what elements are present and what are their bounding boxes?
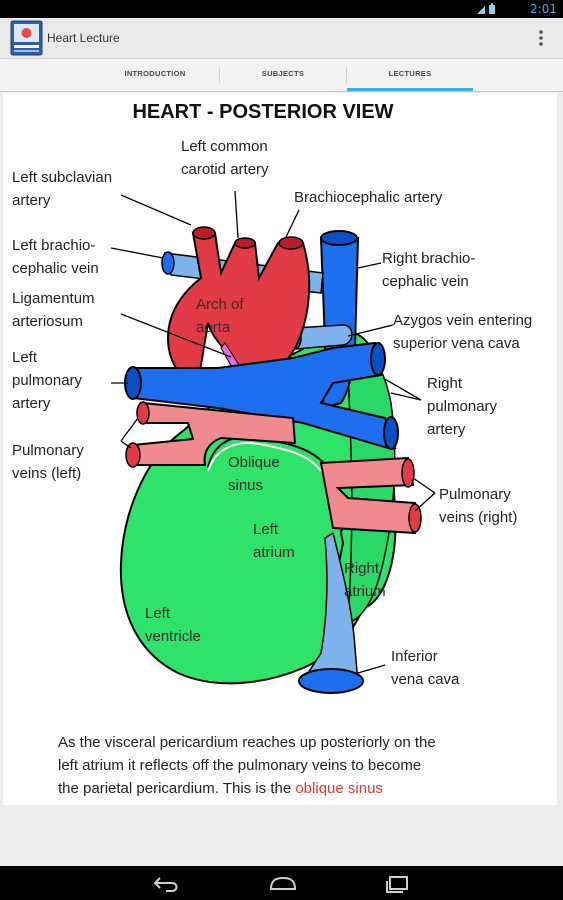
tab-divider xyxy=(346,67,347,83)
tab-introduction[interactable]: INTRODUCTION xyxy=(124,69,186,78)
azygos-vein xyxy=(294,324,353,350)
overflow-menu-icon[interactable] xyxy=(533,28,549,48)
home-icon[interactable] xyxy=(268,874,298,894)
app-title: Heart Lecture xyxy=(47,31,120,45)
status-bar: 2:01 xyxy=(0,0,563,18)
label-right-brachiocephalic-vein: Right brachio-cephalic vein xyxy=(382,250,476,290)
leader-lines xyxy=(110,190,436,674)
signal-icon xyxy=(477,3,495,14)
tab-lectures[interactable]: LECTURES xyxy=(347,59,473,91)
tab-divider xyxy=(219,67,220,83)
label-left-brachiocephalic-vein: Left brachio-cephalic vein xyxy=(12,237,99,277)
navigation-bar xyxy=(0,866,563,900)
recents-icon[interactable] xyxy=(383,874,413,894)
lecture-caption: As the visceral pericardium reaches up p… xyxy=(58,734,436,797)
tab-subjects[interactable]: SUBJECTS xyxy=(261,69,305,78)
tab-bar: INTRODUCTION SUBJECTS LECTURES xyxy=(0,59,563,92)
diagram-title: HEART - POSTERIOR VIEW xyxy=(132,101,394,123)
clock: 2:01 xyxy=(530,2,557,16)
heart-diagram xyxy=(110,190,436,694)
lecture-content: HEART - POSTERIOR VIEW xyxy=(3,93,557,805)
label-brachiocephalic-artery: Brachiocephalic artery xyxy=(294,189,443,206)
ivc-opening xyxy=(298,668,364,694)
app-icon[interactable] xyxy=(10,20,43,56)
oblique-sinus-highlight: oblique sinus xyxy=(295,780,383,797)
pulmonary-veins-left xyxy=(132,401,297,466)
back-icon[interactable] xyxy=(152,874,182,894)
action-bar: Heart Lecture xyxy=(0,18,563,59)
